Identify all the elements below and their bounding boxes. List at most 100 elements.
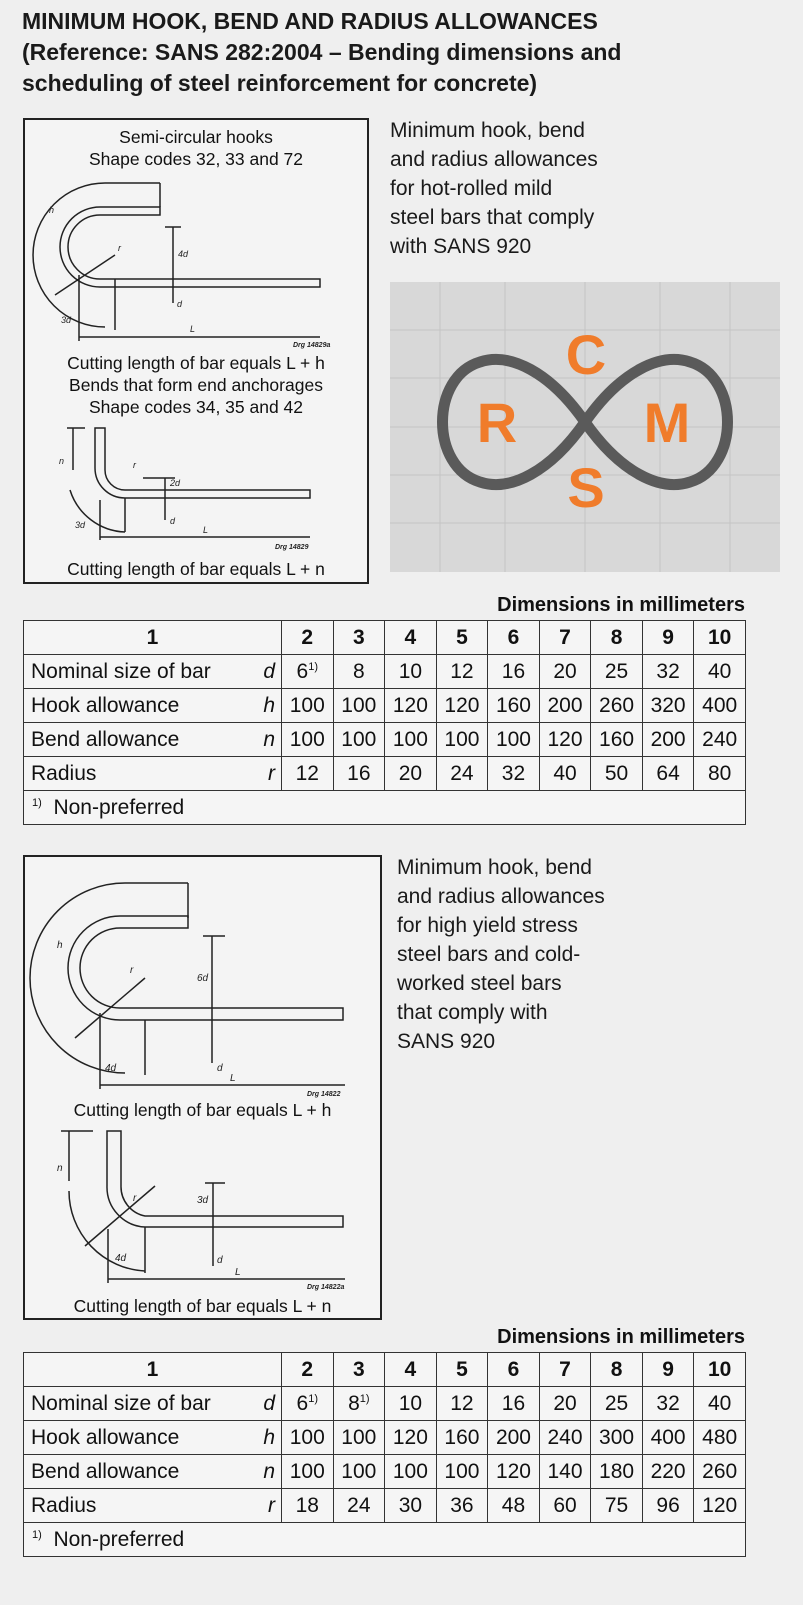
table-cell: 16 <box>332 756 386 791</box>
table-cell: 120 <box>487 1454 540 1489</box>
bend-label-r: r <box>133 1193 137 1204</box>
logo-letter-c: C <box>566 323 606 386</box>
table-cell: 24 <box>332 1488 386 1523</box>
hook-cutting-length: Cutting length of bar equals L + h <box>67 353 325 373</box>
bend-label-a: 2d <box>169 478 181 488</box>
table-cell: 10 <box>384 654 437 689</box>
bend-label-d: d <box>217 1255 223 1266</box>
table-header-row: 1 2 3 4 5 6 7 8 9 10 <box>23 1352 746 1387</box>
row-symbol: h <box>263 694 275 717</box>
row-symbol: d <box>263 1392 275 1415</box>
table-header-row: 1 2 3 4 5 6 7 8 9 10 <box>23 620 746 655</box>
bend-drawing: n r 2d d 3d L Drg 14829 <box>59 427 311 551</box>
hook-title: Semi-circular hooks <box>119 127 273 147</box>
table-cell: 480 <box>693 1420 746 1455</box>
table-cell: 100 <box>281 722 334 757</box>
hook-label-h: h <box>49 205 54 215</box>
table-cell: 120 <box>384 1420 437 1455</box>
table-cell: 12 <box>435 1386 489 1421</box>
bend-label-r: r <box>133 460 137 470</box>
table-cell: 200 <box>538 688 592 723</box>
row-symbol: r <box>268 762 275 785</box>
bend-codes: Shape codes 34, 35 and 42 <box>88 397 304 417</box>
table-cell: 100 <box>332 1420 386 1455</box>
page-title: MINIMUM HOOK, BEND AND RADIUS ALLOWANCES… <box>22 8 622 96</box>
table-cell: 16 <box>487 1386 540 1421</box>
mild-steel-diagram: Semi-circular hooks Shape codes 32, 33 a… <box>23 118 369 584</box>
mild-steel-table: 1 2 3 4 5 6 7 8 9 10 Nominal size of bar… <box>23 620 746 825</box>
table-cell: 8 <box>332 654 386 689</box>
table-cell: 300 <box>590 1420 643 1455</box>
table-cell: 180 <box>590 1454 643 1489</box>
table-cell: 120 <box>435 688 489 723</box>
logo-letter-r: R <box>477 391 517 454</box>
table-cell: 100 <box>332 1454 386 1489</box>
hook-label-a: 6d <box>197 973 209 984</box>
table-cell: 96 <box>641 1488 695 1523</box>
logo-letter-s: S <box>567 456 604 519</box>
table-cell: 100 <box>332 722 386 757</box>
table-cell: 40 <box>693 654 746 689</box>
table-cell: 32 <box>641 1386 695 1421</box>
dimensions-label: Dimensions in millimeters <box>497 1326 745 1348</box>
table-cell: 220 <box>641 1454 695 1489</box>
table-cell: 100 <box>281 688 334 723</box>
table-cell: 100 <box>487 722 540 757</box>
bend-label-d: d <box>170 516 176 526</box>
table-cell: 75 <box>590 1488 643 1523</box>
table-cell: 12 <box>435 654 489 689</box>
table-cell: 100 <box>384 1454 437 1489</box>
hook-label-r: r <box>118 243 122 253</box>
table-cell: 40 <box>693 1386 746 1421</box>
row-symbol: n <box>263 1460 275 1483</box>
table-cell: 81) <box>332 1386 386 1421</box>
table-cell: 100 <box>281 1420 334 1455</box>
table-cell: 25 <box>590 1386 643 1421</box>
hook-label-h: h <box>57 940 63 951</box>
drawing-number: Drg 14829a <box>293 342 330 349</box>
table-cell: 30 <box>384 1488 437 1523</box>
table-cell: 260 <box>693 1454 746 1489</box>
hook-drawing: h r 4d d 3d L Drg 14829a <box>32 182 330 349</box>
hook-label-a: 4d <box>178 249 189 259</box>
bend-drawing: n r 3d d 4d L Drg 14822a <box>57 1130 345 1291</box>
table-cell: 32 <box>641 654 695 689</box>
table-cell: 20 <box>384 756 437 791</box>
table-cell: 10 <box>384 1386 437 1421</box>
drawing-number: Drg 14822a <box>307 1284 344 1291</box>
footnote-row: 1) Non-preferred <box>23 1522 746 1557</box>
hook-label-b: 3d <box>61 315 72 325</box>
table-cell: 200 <box>641 722 695 757</box>
table-cell: 320 <box>641 688 695 723</box>
table-cell: 61) <box>281 654 334 689</box>
table-cell: 50 <box>590 756 643 791</box>
hook-label-d: d <box>217 1063 223 1074</box>
table-cell: 80 <box>693 756 746 791</box>
bend-cutting-length: Cutting length of bar equals L + n <box>67 559 325 579</box>
hook-codes: Shape codes 32, 33 and 72 <box>88 149 304 169</box>
table-cell: 20 <box>538 654 592 689</box>
bend-label-b: 3d <box>75 520 86 530</box>
table-cell: 24 <box>435 756 489 791</box>
table-cell: 160 <box>590 722 643 757</box>
table-cell: 400 <box>641 1420 695 1455</box>
table-cell: 18 <box>281 1488 334 1523</box>
table-cell: 400 <box>693 688 746 723</box>
hook-label-L: L <box>190 324 195 334</box>
drawing-number: Drg 14829 <box>275 544 309 551</box>
mild-steel-description: Minimum hook, bend and radius allowances… <box>390 119 598 258</box>
table-cell: 16 <box>487 654 540 689</box>
table-cell: 160 <box>487 688 540 723</box>
table-cell: 120 <box>538 722 592 757</box>
table-cell: 12 <box>281 756 334 791</box>
